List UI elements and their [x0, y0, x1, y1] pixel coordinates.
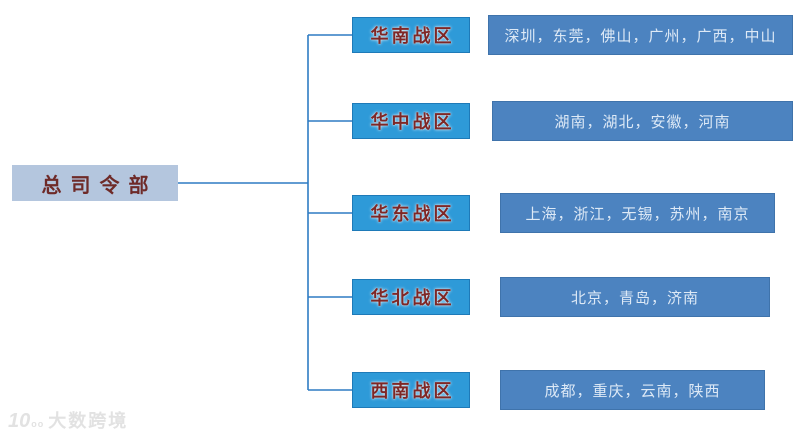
node-zone-south: 华南战区: [352, 17, 470, 53]
node-zone-central-cities: 湖南，湖北，安徽，河南: [492, 101, 793, 141]
node-zone-southwest-cities: 成都，重庆，云南，陕西: [500, 370, 765, 410]
watermark-logo-superscript: oo: [31, 419, 45, 429]
node-zone-east: 华东战区: [352, 195, 470, 231]
node-zone-southwest: 西南战区: [352, 372, 470, 408]
node-headquarters: 总司令部: [12, 165, 178, 201]
node-zone-east-cities: 上海，浙江，无锡，苏州，南京: [500, 193, 775, 233]
node-zone-north-cities: 北京，青岛，济南: [500, 277, 770, 317]
watermark-logo-icon: 10: [8, 410, 31, 432]
watermark-brand-text: 大数跨境: [48, 411, 129, 431]
node-zone-central: 华中战区: [352, 103, 470, 139]
node-zone-south-cities: 深圳，东莞，佛山，广州，广西，中山: [488, 15, 793, 55]
node-zone-north: 华北战区: [352, 279, 470, 315]
